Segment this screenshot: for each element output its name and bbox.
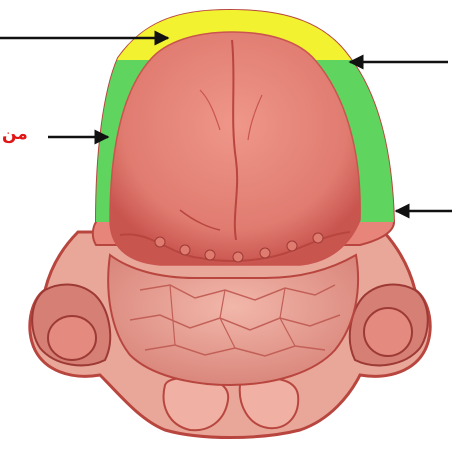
side-label-left: من	[2, 124, 28, 144]
tongue-body	[80, 0, 410, 265]
